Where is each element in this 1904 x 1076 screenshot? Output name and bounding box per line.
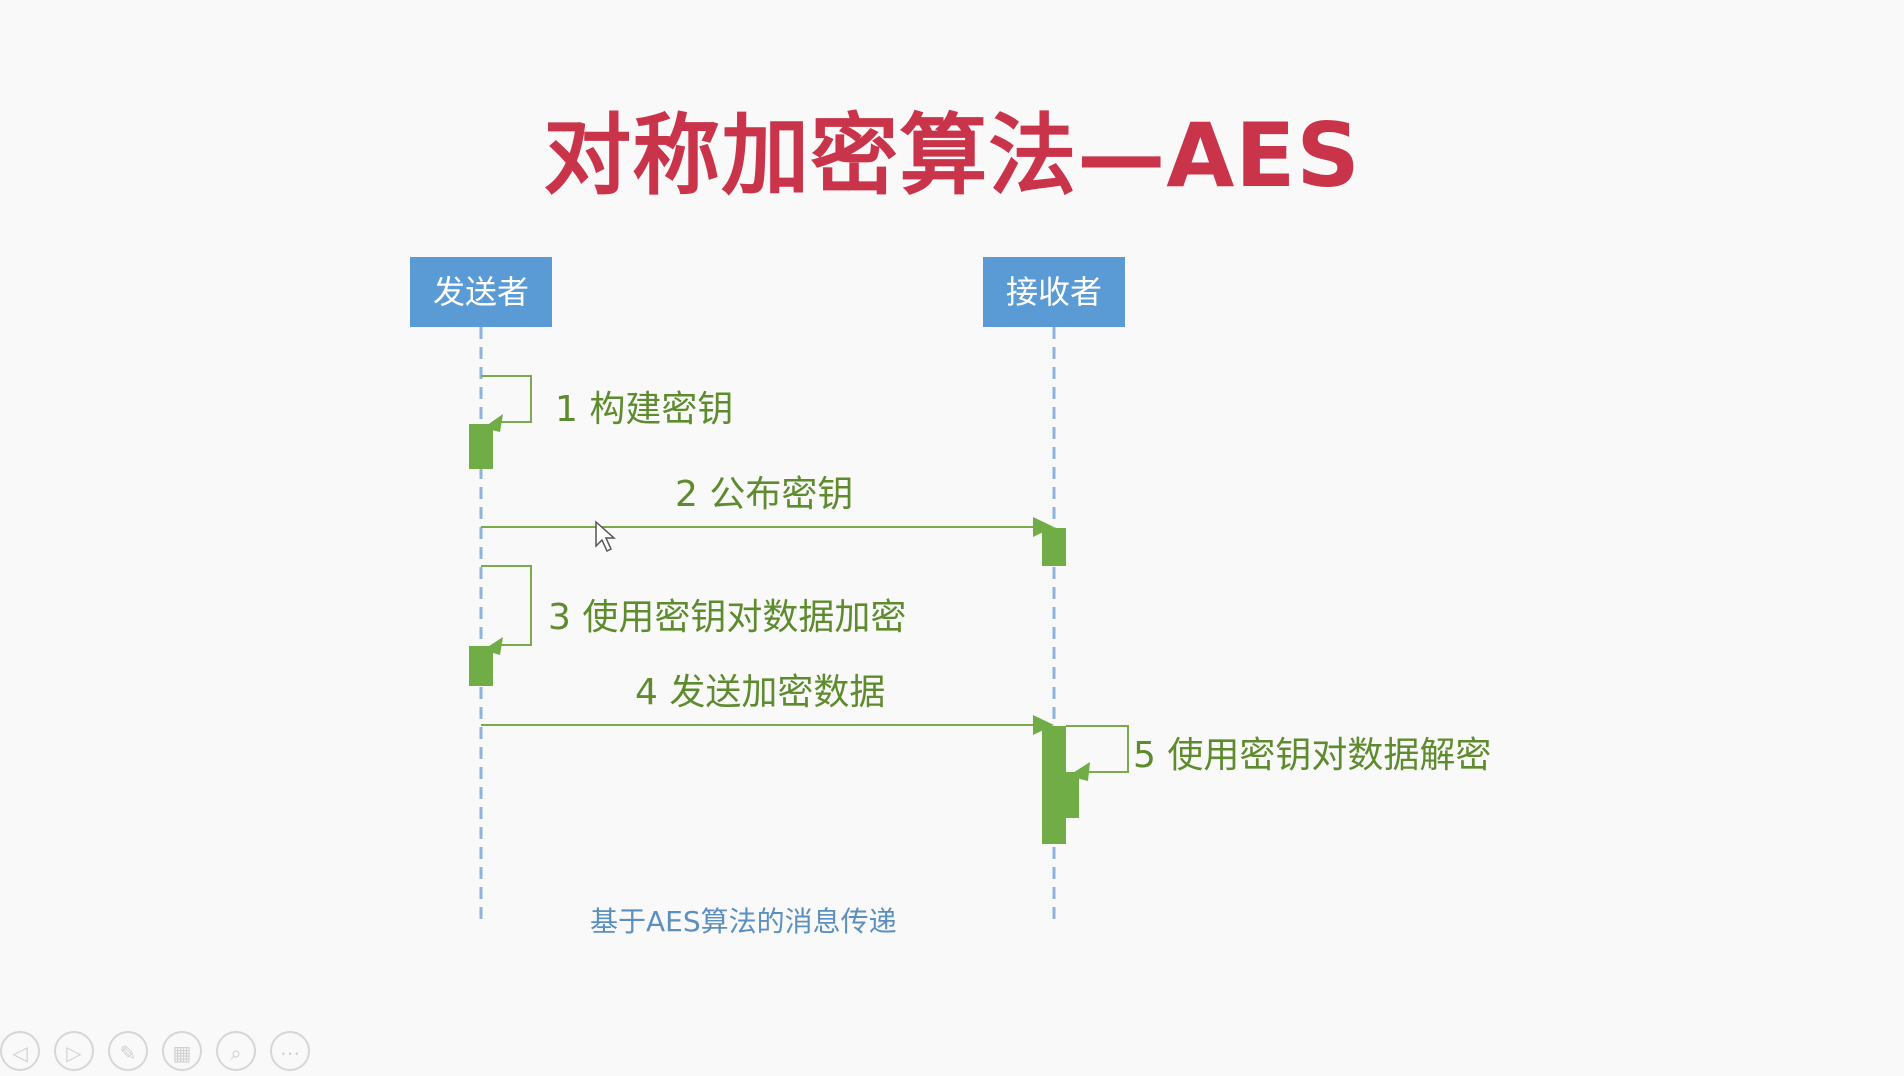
message-4-label: 4 发送加密数据 [635,672,886,713]
diagram-caption: 基于AES算法的消息传递 [590,905,897,938]
mouse-cursor-icon [595,520,616,553]
pen-icon[interactable]: ✎ [108,1031,148,1071]
slides-icon[interactable]: ▦ [162,1031,202,1071]
sender-activation-1 [469,424,493,469]
receiver-activation-2 [1042,726,1066,844]
message-4-arrowhead [1033,715,1054,735]
message-3-self-loop [481,565,532,646]
receiver-activation-3 [1066,772,1079,818]
sender-activation-2 [469,646,493,686]
next-icon[interactable]: ▷ [54,1031,94,1071]
slide-title: 对称加密算法—AES [543,104,1361,207]
actor-sender: 发送者 [410,257,552,327]
message-2-arrowhead [1033,517,1054,537]
receiver-activation-1 [1042,528,1066,566]
slideshow-controls: ◁ ▷ ✎ ▦ ⌕ ⋯ [0,1031,310,1075]
message-2-label: 2 公布密钥 [675,474,854,515]
message-3-label: 3 使用密钥对数据加密 [548,597,907,638]
more-icon[interactable]: ⋯ [270,1031,310,1071]
actor-receiver: 接收者 [983,257,1125,327]
previous-icon[interactable]: ◁ [0,1031,40,1071]
message-1-self-loop [481,375,532,423]
message-1-label: 1 构建密钥 [555,389,734,430]
message-5-self-loop [1066,725,1129,773]
zoom-icon[interactable]: ⌕ [216,1031,256,1071]
message-5-label: 5 使用密钥对数据解密 [1133,735,1492,776]
